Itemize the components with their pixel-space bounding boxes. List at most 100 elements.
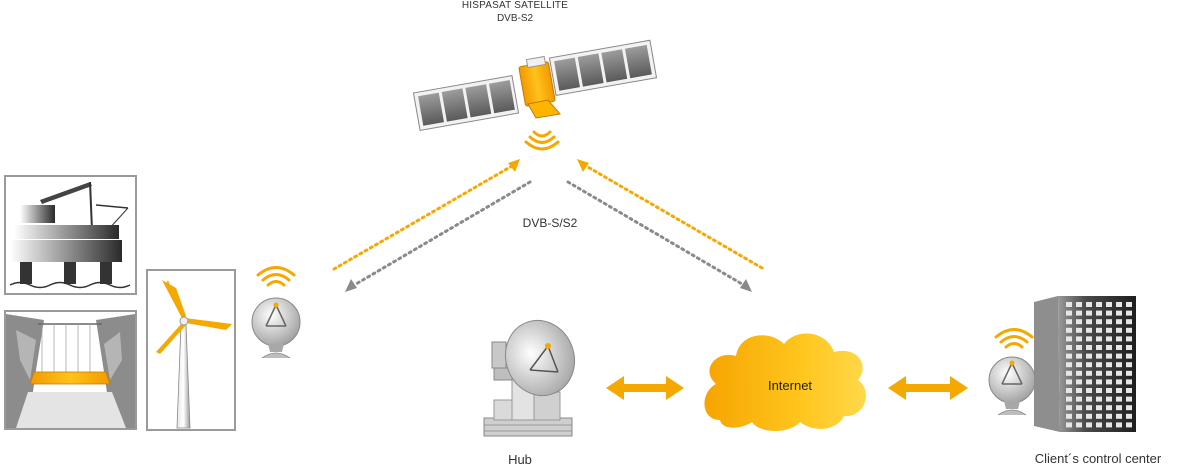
building-window: [1106, 413, 1112, 419]
dish-antenna-icon: [251, 297, 301, 359]
building-window: [1106, 405, 1112, 411]
building-window: [1126, 310, 1132, 316]
building-window: [1096, 413, 1102, 419]
building-window: [1076, 336, 1082, 342]
oil-platform-icon: [4, 175, 137, 295]
building-window: [1076, 370, 1082, 376]
building-window: [1066, 362, 1072, 368]
building-window: [1096, 353, 1102, 359]
building-window: [1116, 422, 1122, 428]
building-window: [1096, 388, 1102, 393]
building-window: [1066, 319, 1072, 325]
building-window: [1096, 302, 1102, 307]
cloud-icon: [704, 333, 866, 431]
building-window: [1096, 336, 1102, 342]
building-window: [1096, 319, 1102, 325]
building-window: [1106, 345, 1112, 350]
building-window: [1066, 302, 1072, 307]
building-window: [1066, 310, 1072, 316]
building-window: [1086, 319, 1092, 325]
dish-antenna-icon: [988, 356, 1036, 416]
wind-turbine-icon: [146, 269, 236, 431]
building-window: [1086, 345, 1092, 350]
building-window: [1106, 379, 1112, 385]
building-window: [1076, 345, 1082, 350]
building-window: [1066, 345, 1072, 350]
signal-waves-icon: [994, 328, 1034, 349]
building-window: [1116, 353, 1122, 359]
hub-antenna-icon: [483, 319, 575, 437]
building-window: [1086, 379, 1092, 385]
building-window: [1116, 336, 1122, 342]
link-arrows: [332, 159, 764, 292]
building-window: [1116, 379, 1122, 385]
building-window: [1066, 370, 1072, 376]
building-window: [1126, 345, 1132, 350]
building-window: [1086, 353, 1092, 359]
building-window: [1126, 336, 1132, 342]
building-window: [1096, 405, 1102, 411]
cloud-label: Internet: [767, 378, 813, 393]
building-window: [1106, 302, 1112, 307]
building-window: [1116, 327, 1122, 333]
building-window: [1066, 422, 1072, 428]
building-window: [1116, 302, 1122, 307]
building-window: [1106, 370, 1112, 376]
building-window: [1086, 405, 1092, 411]
building-window: [1086, 388, 1092, 393]
building-window: [1076, 396, 1082, 402]
building-window: [1076, 379, 1082, 385]
building-window: [1076, 319, 1082, 325]
remote-dish-group: [251, 266, 301, 359]
building-window: [1106, 362, 1112, 368]
building-window: [1066, 336, 1072, 342]
building-window: [1086, 327, 1092, 333]
building-window: [1066, 388, 1072, 393]
building-window: [1126, 353, 1132, 359]
building-window: [1126, 319, 1132, 325]
building-window: [1096, 396, 1102, 402]
building-window: [1076, 310, 1082, 316]
building-window: [1126, 413, 1132, 419]
building-window: [1076, 353, 1082, 359]
building-window: [1106, 353, 1112, 359]
building-window: [1106, 327, 1112, 333]
building-window: [1126, 379, 1132, 385]
building-window: [1076, 388, 1082, 393]
satellite-title: HISPASAT SATELLITE: [461, 0, 569, 11]
building-window: [1076, 327, 1082, 333]
building-window: [1076, 362, 1082, 368]
building-window: [1086, 336, 1092, 342]
building-window: [1066, 379, 1072, 385]
building-window: [1116, 345, 1122, 350]
building-window: [1096, 327, 1102, 333]
building-window: [1126, 388, 1132, 393]
building-window: [1126, 327, 1132, 333]
signal-waves-icon: [256, 266, 296, 287]
building-window: [1076, 302, 1082, 307]
client-label: Client´s control center: [1034, 451, 1162, 466]
satellite-icon: [412, 39, 658, 131]
building-window: [1116, 362, 1122, 368]
building-window: [1086, 302, 1092, 307]
building-window: [1126, 370, 1132, 376]
client-dish-group: [988, 328, 1036, 416]
building-window: [1096, 370, 1102, 376]
double-arrow-icon: [606, 376, 684, 400]
building-window: [1096, 422, 1102, 428]
building-icon: [1034, 296, 1136, 432]
building-window: [1076, 422, 1082, 428]
building-window: [1076, 405, 1082, 411]
building-window: [1116, 319, 1122, 325]
building-window: [1086, 413, 1092, 419]
building-window: [1096, 310, 1102, 316]
building-window: [1086, 422, 1092, 428]
link-label: DVB-S/S2: [522, 216, 578, 230]
double-arrow-icon: [888, 376, 968, 400]
building-window: [1106, 388, 1112, 393]
building-window: [1106, 310, 1112, 316]
building-window: [1106, 336, 1112, 342]
building-window: [1106, 422, 1112, 428]
building-window: [1096, 379, 1102, 385]
